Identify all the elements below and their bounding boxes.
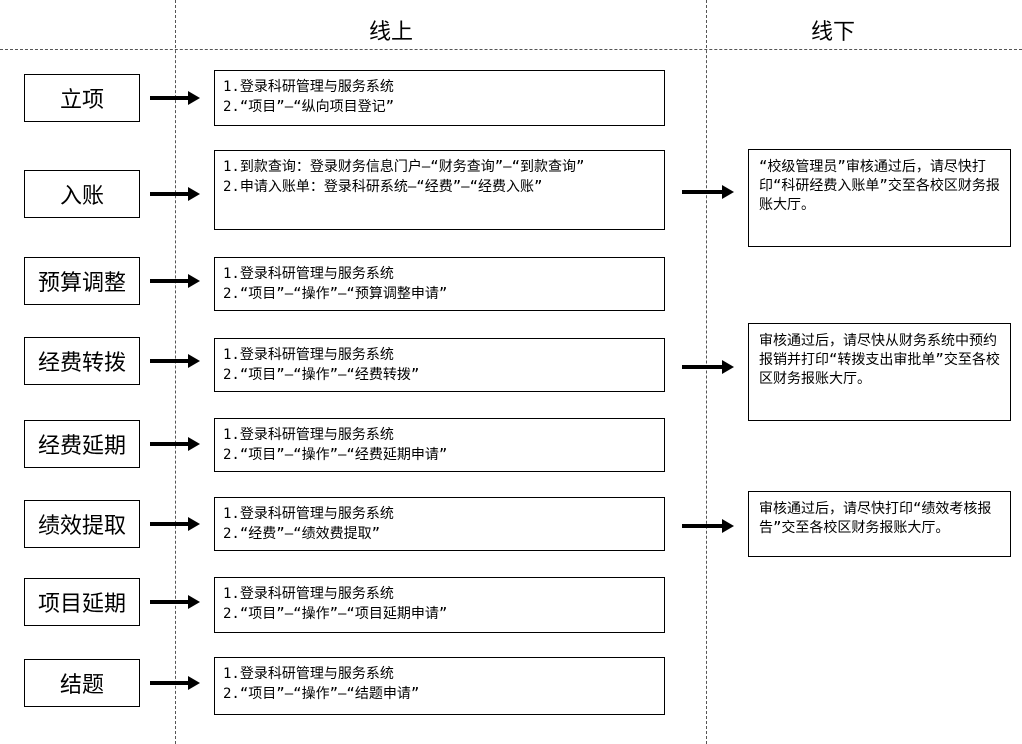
online-header: 线上	[368, 20, 413, 45]
steps-3-online-line: 2.“项目”—“操作”—“经费转拨”	[223, 367, 420, 383]
step-box: 经费延期	[24, 420, 140, 468]
online-instructions-box: 1.登录科研管理与服务系统 2.“项目”—“纵向项目登记”	[214, 70, 665, 126]
online-to-offline-arrow	[682, 517, 734, 535]
step-to-online-arrow	[150, 352, 200, 370]
steps-7-online-line: 2.“项目”—“操作”—“结题申请”	[223, 686, 420, 702]
step-to-online-arrow	[150, 185, 200, 203]
steps-1-online-line: 2.申请入账单：登录科研系统—“经费”—“经费入账”	[223, 179, 543, 195]
steps-4-online-line: 2.“项目”—“操作”—“经费延期申请”	[223, 447, 448, 463]
online-to-offline-arrow	[682, 183, 734, 201]
offline-header: 线下	[810, 20, 855, 45]
steps-2-online-line: 2.“项目”—“操作”—“预算调整申请”	[223, 286, 448, 302]
steps-3-offline-line: 审核通过后，请尽快从财务系统中预约报销并打印“转拨支出审批单”交至各校区财务报账…	[759, 333, 1000, 387]
online-instructions-box: 1.登录科研管理与服务系统 2.“项目”—“操作”—“结题申请”	[214, 657, 665, 715]
online-instructions-box: 1.登录科研管理与服务系统 2.“项目”—“操作”—“经费转拨”	[214, 338, 665, 392]
offline-instructions-box: “校级管理员”审核通过后，请尽快打印“科研经费入账单”交至各校区财务报账大厅。	[748, 149, 1011, 247]
step-to-online-arrow	[150, 593, 200, 611]
steps-7-online-line: 1.登录科研管理与服务系统	[223, 666, 394, 682]
steps-5-offline-line: 审核通过后，请尽快打印“绩效考核报告”交至各校区财务报账大厅。	[759, 501, 992, 536]
online-column-left-divider	[175, 0, 176, 744]
online-instructions-box: 1.登录科研管理与服务系统 2.“项目”—“操作”—“项目延期申请”	[214, 577, 665, 633]
online-instructions-box: 1.登录科研管理与服务系统 2.“经费”—“绩效费提取”	[214, 497, 665, 551]
step-box: 结题	[24, 659, 140, 707]
offline-instructions-box: 审核通过后，请尽快从财务系统中预约报销并打印“转拨支出审批单”交至各校区财务报账…	[748, 323, 1011, 421]
steps-1-offline-line: “校级管理员”审核通过后，请尽快打印“科研经费入账单”交至各校区财务报账大厅。	[759, 159, 1000, 213]
step-box: 项目延期	[24, 578, 140, 626]
steps-2-online-line: 1.登录科研管理与服务系统	[223, 266, 394, 282]
step-to-online-arrow	[150, 674, 200, 692]
step-box: 绩效提取	[24, 500, 140, 548]
step-box: 预算调整	[24, 257, 140, 305]
online-instructions-box: 1.登录科研管理与服务系统 2.“项目”—“操作”—“预算调整申请”	[214, 257, 665, 311]
online-instructions-box: 1.登录科研管理与服务系统 2.“项目”—“操作”—“经费延期申请”	[214, 418, 665, 472]
step-to-online-arrow	[150, 435, 200, 453]
steps-5-online-line: 2.“经费”—“绩效费提取”	[223, 526, 381, 542]
step-box: 入账	[24, 170, 140, 218]
steps-0-online-line: 1.登录科研管理与服务系统	[223, 79, 394, 95]
online-instructions-box: 1.到款查询：登录财务信息门户—“财务查询”—“到款查询” 2.申请入账单：登录科…	[214, 150, 665, 230]
steps-5-online-line: 1.登录科研管理与服务系统	[223, 506, 394, 522]
online-to-offline-arrow	[682, 358, 734, 376]
steps-0-online-line: 2.“项目”—“纵向项目登记”	[223, 99, 395, 115]
steps-6-online-line: 1.登录科研管理与服务系统	[223, 586, 394, 602]
offline-instructions-box: 审核通过后，请尽快打印“绩效考核报告”交至各校区财务报账大厅。	[748, 491, 1011, 557]
steps-6-online-line: 2.“项目”—“操作”—“项目延期申请”	[223, 606, 448, 622]
step-box: 立项	[24, 74, 140, 122]
steps-3-online-line: 1.登录科研管理与服务系统	[223, 347, 394, 363]
offline-column-divider	[706, 0, 707, 744]
steps-4-online-line: 1.登录科研管理与服务系统	[223, 427, 394, 443]
step-to-online-arrow	[150, 515, 200, 533]
header-divider	[0, 49, 1022, 50]
step-to-online-arrow	[150, 272, 200, 290]
step-to-online-arrow	[150, 89, 200, 107]
steps-1-online-line: 1.到款查询：登录财务信息门户—“财务查询”—“到款查询”	[223, 159, 585, 175]
step-box: 经费转拨	[24, 337, 140, 385]
